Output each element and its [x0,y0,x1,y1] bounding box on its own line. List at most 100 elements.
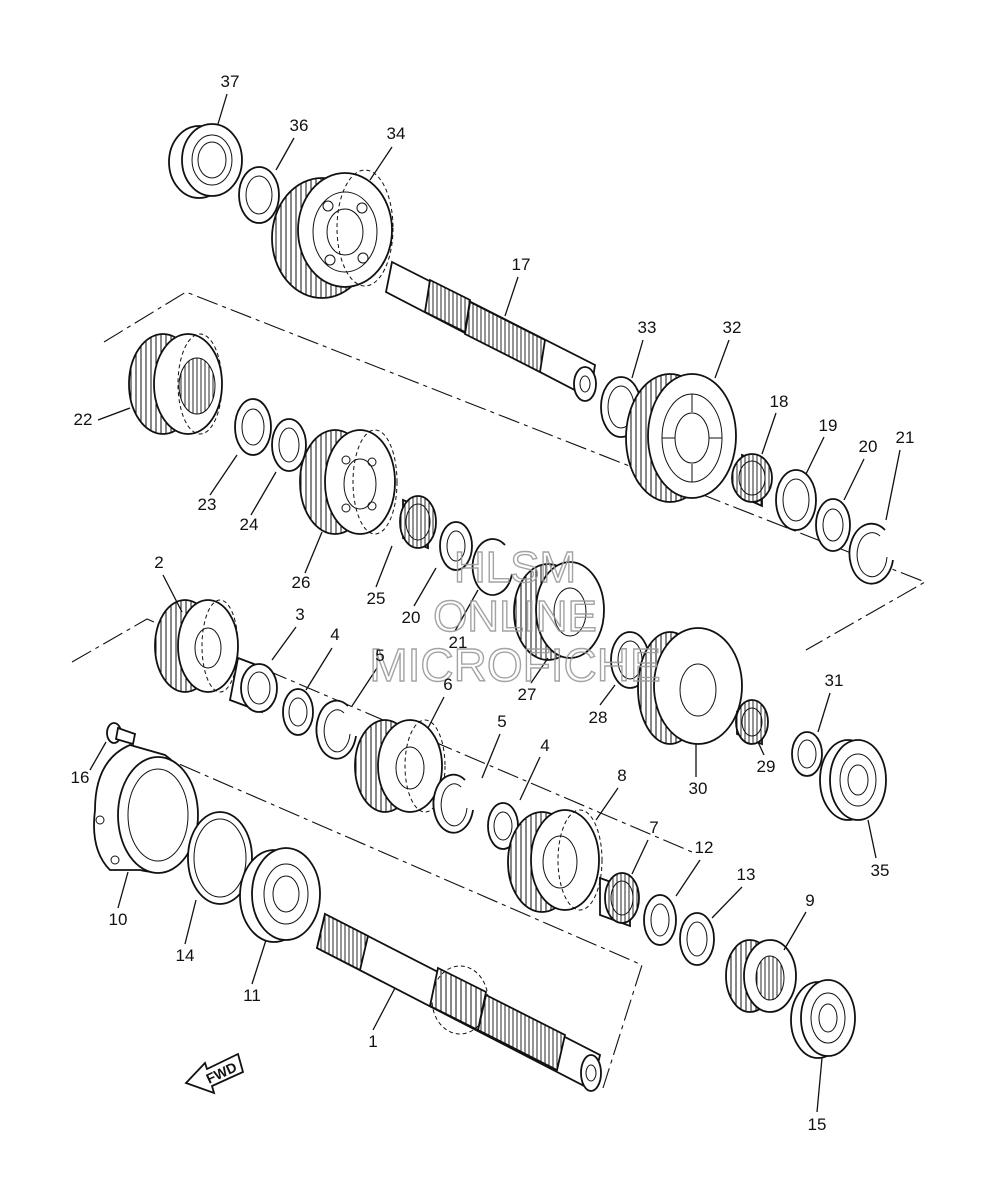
circlip-5-upper [315,699,357,760]
leader-line [805,436,825,475]
leader-lines [89,93,901,1113]
leader-line [250,471,277,516]
label-30: 30 [689,779,708,798]
leader-line [867,819,877,859]
washer-12 [643,894,677,946]
label-21-lower: 21 [449,633,468,652]
label-24: 24 [240,515,259,534]
label-15: 15 [808,1115,827,1134]
label-20-lower: 20 [402,608,421,627]
watermark-line3: MICROFICHE [369,639,660,691]
needle-bearing-7 [599,872,640,928]
leader-line [599,684,616,706]
leader-line [454,589,479,632]
label-33: 33 [638,318,657,337]
leader-line [209,454,238,496]
leader-line [304,531,323,574]
label-21-upper: 21 [896,428,915,447]
label-4-upper: 4 [330,625,339,644]
bearing-11 [239,847,321,943]
label-29: 29 [757,757,776,776]
leader-line [275,137,295,171]
bearing-37 [168,123,243,199]
gear-8 [507,809,603,913]
washer-13 [679,912,715,966]
leader-line [843,458,865,501]
washer-31 [791,731,823,777]
bearing-29 [735,699,769,746]
leader-line [162,574,183,613]
label-3: 3 [295,605,304,624]
leader-line [117,871,129,909]
leader-line [817,692,831,733]
leader-line [427,696,445,729]
circlip-21-upper [848,522,894,585]
leader-line [251,939,267,985]
label-23: 23 [198,495,217,514]
shaft-17 [384,260,597,402]
needle-bearing-18 [731,453,773,508]
bearing-15 [790,979,856,1059]
label-1: 1 [368,1032,377,1051]
label-4-lower: 4 [540,736,549,755]
leader-line [711,886,743,919]
leader-line [761,412,777,455]
leader-line [757,741,765,756]
label-27: 27 [518,685,537,704]
gear-22 [128,333,223,435]
label-22: 22 [74,410,93,429]
leader-line [305,647,333,691]
washer-20-upper [815,498,851,552]
label-36: 36 [290,116,309,135]
circlip-21-lower [471,538,513,596]
bolt-16 [106,722,137,746]
gear-26 [299,429,398,535]
watermark: HLSM ONLINE MICROFICHE [369,542,662,691]
washer-23 [234,398,272,456]
leader-line [783,911,807,951]
gear-34 [271,169,394,299]
label-34: 34 [387,124,406,143]
circlip-5-lower [432,773,474,834]
label-16: 16 [71,768,90,787]
label-2: 2 [154,553,163,572]
leader-line [271,626,297,661]
leader-line [372,987,396,1031]
label-12: 12 [695,838,714,857]
leader-line [885,449,901,521]
gear-30 [637,627,743,745]
label-5-upper: 5 [375,646,384,665]
washer-36 [238,166,280,224]
watermark-line1: HLSM [454,543,576,592]
leader-line [530,657,549,684]
label-26: 26 [292,573,311,592]
leader-line [369,146,393,181]
gear-27 [513,561,605,661]
leader-line [413,567,437,607]
leader-line [675,859,701,897]
label-13: 13 [737,865,756,884]
needle-bearing-25 [399,495,437,550]
retainer-10 [93,744,199,874]
label-35: 35 [871,861,890,880]
oil-seal-14 [187,811,253,905]
washer-19 [775,469,817,531]
gear-6 [354,719,446,813]
washer-4-upper [282,688,314,736]
label-28: 28 [589,708,608,727]
label-11: 11 [243,986,261,1005]
label-7: 7 [649,818,658,837]
forward-arrow-icon: FWD [184,1052,245,1095]
leader-line [631,839,649,875]
label-5-lower: 5 [497,712,506,731]
label-32: 32 [723,318,742,337]
leader-line [595,787,619,821]
gear-32 [625,373,737,503]
label-17: 17 [512,255,531,274]
label-31: 31 [825,671,844,690]
leader-line [89,741,107,771]
leader-line [481,733,501,779]
leader-line [375,545,393,588]
